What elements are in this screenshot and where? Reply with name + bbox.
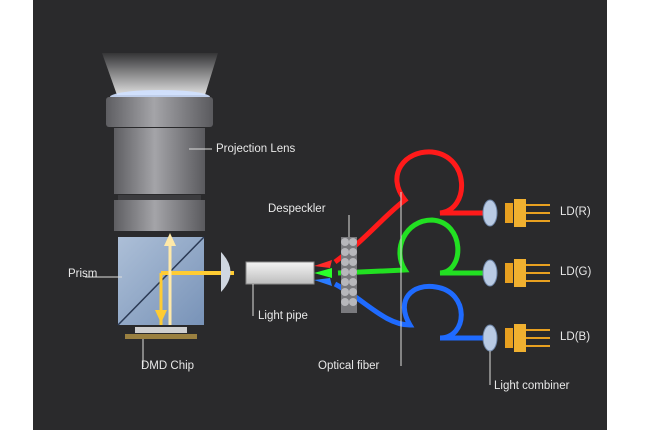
projection-lens [106,90,213,231]
light-combiner [482,199,498,385]
despeckler [341,215,357,313]
label-dmd-chip: DMD Chip [141,360,195,372]
label-ld-b: LD(B) [560,331,591,343]
label-projection-lens: Projection Lens [216,143,296,155]
condenser-lens [221,252,231,292]
label-ld-g: LD(G) [560,266,592,278]
label-light-pipe: Light pipe [258,310,308,322]
dmd-chip [125,327,197,367]
laser-diode-green [505,259,550,287]
optical-fiber-green [337,217,487,276]
projection-beam [102,53,218,95]
label-prism: Prism [68,268,98,280]
optical-fiber-red [333,149,487,265]
label-optical-fiber: Optical fiber [318,360,380,372]
label-ld-r: LD(R) [560,206,591,218]
laser-diode-blue [505,324,550,352]
optical-fiber-blue [333,281,487,341]
laser-diode-red [505,199,550,227]
label-despeckler: Despeckler [268,203,326,215]
combined-beam-arrows [314,260,332,286]
label-light-combiner: Light combiner [494,380,570,392]
